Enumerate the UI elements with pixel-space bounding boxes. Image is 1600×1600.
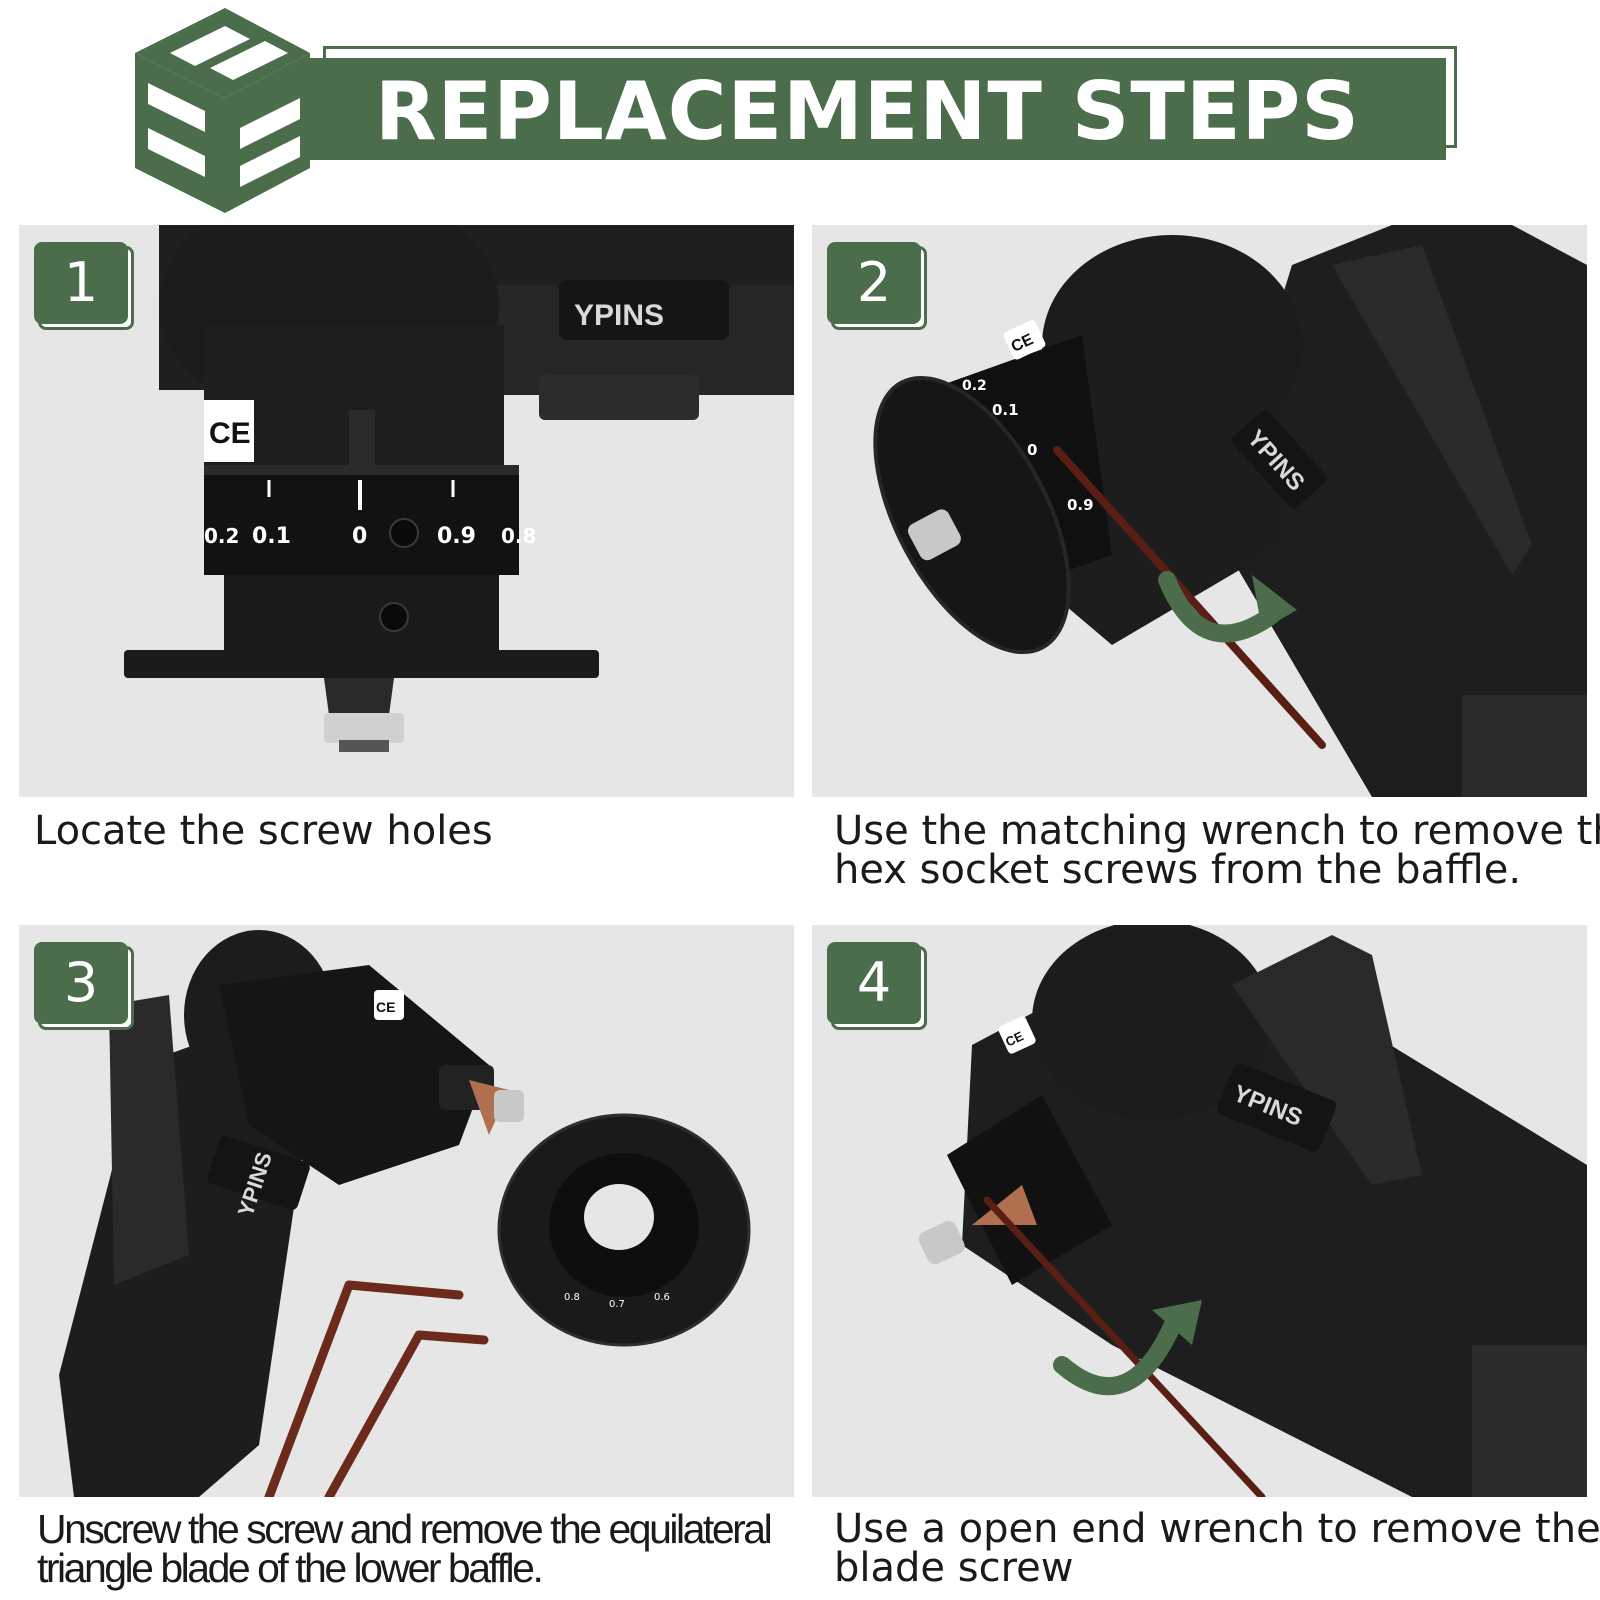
dial-mark: 0.9 bbox=[437, 524, 476, 549]
ce-mark: CE bbox=[1003, 1028, 1026, 1049]
dial-mark: 0.9 bbox=[1067, 496, 1094, 514]
dial-mark: 0.1 bbox=[252, 524, 291, 549]
caption-line: triangle blade of the lower baffle. bbox=[37, 1545, 544, 1591]
step-1-caption: Locate the screw holes bbox=[34, 808, 493, 854]
step-number: 1 bbox=[34, 242, 128, 324]
step-1-image: YPINS CE 0.2 0.1 0 0.9 0.8 1 bbox=[19, 225, 794, 797]
dial-mark: 0.6 bbox=[654, 1292, 670, 1303]
step-2-caption: Use the matching wrench to remove the he… bbox=[834, 808, 1600, 893]
caption-line: hex socket screws from the baffle. bbox=[834, 847, 1522, 893]
dial-mark: 0.8 bbox=[564, 1292, 580, 1303]
dial-mark: 0 bbox=[1027, 441, 1037, 459]
step-1-badge: 1 bbox=[34, 242, 134, 330]
title-banner bbox=[310, 58, 1446, 160]
step-number: 3 bbox=[34, 942, 128, 1024]
dial-mark: 0.2 bbox=[962, 378, 987, 394]
brand-logo-icon bbox=[130, 8, 320, 213]
dial-mark: 0.7 bbox=[609, 1299, 625, 1310]
caption-line: Locate the screw holes bbox=[34, 808, 493, 854]
dial-mark: 0.1 bbox=[992, 401, 1019, 419]
step-number: 2 bbox=[827, 242, 921, 324]
step-2-badge: 2 bbox=[827, 242, 927, 330]
caption-line: Use a open end wrench to remove the bbox=[834, 1506, 1600, 1552]
ce-mark: CE bbox=[209, 417, 251, 450]
caption-line: Unscrew the screw and remove the equilat… bbox=[37, 1506, 773, 1552]
step-4-badge: 4 bbox=[827, 942, 927, 1030]
step-4-image: YPINS CE 4 bbox=[812, 925, 1587, 1497]
brand-label: YPINS bbox=[574, 299, 664, 332]
step-3-image: YPINS CE 0.8 0.7 0.6 3 bbox=[19, 925, 794, 1497]
dial-mark: 0.8 bbox=[501, 524, 536, 548]
page-title: REPLACEMENT STEPS bbox=[375, 65, 1360, 158]
dial-mark: 0.2 bbox=[204, 524, 239, 548]
step-number: 4 bbox=[827, 942, 921, 1024]
step-3-caption: Unscrew the screw and remove the equilat… bbox=[37, 1506, 797, 1591]
step-3-badge: 3 bbox=[34, 942, 134, 1030]
caption-line: blade screw bbox=[834, 1545, 1074, 1591]
ce-mark: CE bbox=[376, 999, 395, 1015]
dial-mark: 0 bbox=[352, 524, 367, 549]
step-4-caption: Use a open end wrench to remove the blad… bbox=[834, 1506, 1600, 1591]
caption-line: Use the matching wrench to remove the bbox=[834, 808, 1600, 854]
step-2-image: YPINS 0.2 0.1 0 0.9 CE 2 bbox=[812, 225, 1587, 797]
